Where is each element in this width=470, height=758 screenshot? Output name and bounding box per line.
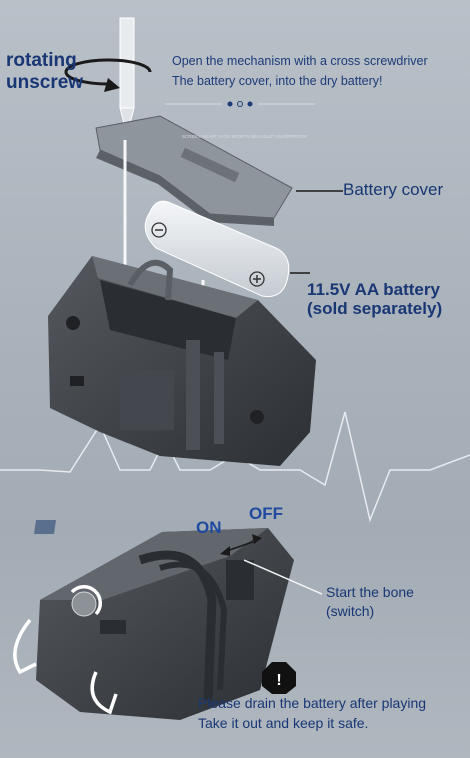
rotate-arrow-icon bbox=[90, 671, 118, 715]
rotating-unscrew-label: rotating unscrew bbox=[6, 50, 83, 94]
battery-cover: SCREEN HEART RATE SPORTS BRACELET WATERP… bbox=[95, 115, 308, 226]
aa-battery-line-1: 11.5V AA battery bbox=[307, 280, 440, 299]
switch-leader-line bbox=[243, 559, 323, 595]
drain-battery-note: Please drain the battery after playing T… bbox=[198, 693, 426, 733]
switch-label: Start the bone (switch) bbox=[326, 583, 414, 621]
battery-cover-label: Battery cover bbox=[343, 180, 444, 199]
rotating-line: rotating bbox=[6, 50, 77, 71]
device-closed bbox=[36, 528, 294, 720]
battery-housing-open bbox=[48, 256, 316, 466]
rotate-arrow-icon bbox=[64, 58, 152, 86]
divider-dot bbox=[227, 101, 233, 107]
aa-battery-label: 11.5V AA battery (sold separately) bbox=[307, 280, 442, 318]
divider-dot bbox=[237, 101, 243, 107]
switch-arrow-head-icon bbox=[252, 534, 262, 544]
drain-line-2: Take it out and keep it safe. bbox=[198, 715, 369, 731]
switch-line-1: Start the bone bbox=[326, 584, 414, 600]
cover-print-text: SCREEN HEART RATE SPORTS BRACELET WATERP… bbox=[182, 134, 308, 139]
aa-battery-line-2: (sold separately) bbox=[307, 299, 443, 318]
switch-arrow-head-icon bbox=[220, 546, 230, 556]
on-label: ON bbox=[196, 518, 222, 537]
divider-dot bbox=[247, 101, 253, 107]
rotate-arrow-icon bbox=[13, 618, 37, 675]
rotate-arrow-icon bbox=[70, 584, 103, 616]
screwdriver bbox=[119, 17, 135, 137]
instruction-line-2: The battery cover, into the dry battery! bbox=[172, 74, 383, 88]
deco-square bbox=[34, 520, 56, 534]
switch-line-2: (switch) bbox=[326, 603, 375, 619]
heart-rate-line bbox=[0, 411, 470, 523]
instruction-text: Open the mechanism with a cross screwdri… bbox=[172, 51, 428, 91]
off-label: OFF bbox=[249, 504, 283, 523]
unscrew-line: unscrew bbox=[6, 72, 84, 93]
rotate-arrow-head-icon bbox=[104, 78, 120, 92]
warning-icon: ! bbox=[262, 662, 296, 694]
aa-battery bbox=[144, 200, 290, 298]
drain-line-1: Please drain the battery after playing bbox=[198, 695, 427, 711]
instruction-line-1: Open the mechanism with a cross screwdri… bbox=[172, 54, 428, 68]
svg-text:!: ! bbox=[276, 672, 281, 689]
